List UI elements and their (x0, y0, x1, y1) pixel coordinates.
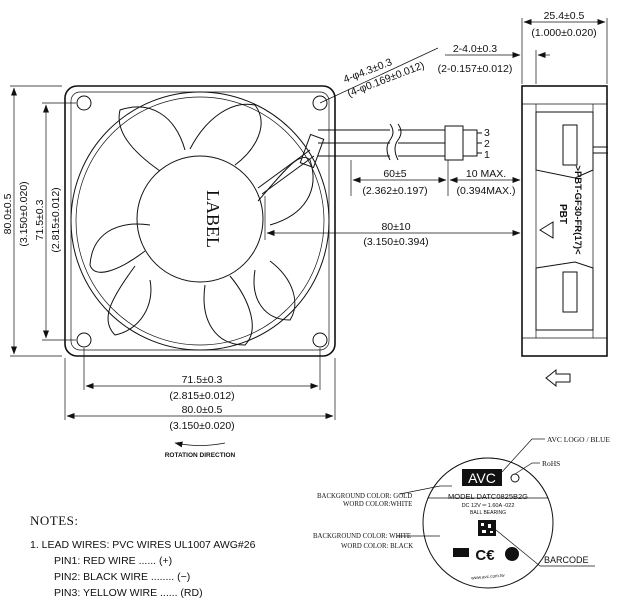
hole-pitch-h-mm: 71.5±0.3 (182, 374, 223, 386)
pin-3: 3 (484, 127, 490, 139)
lead-in: (2.362±0.197) (362, 185, 427, 197)
depth-in: (1.000±0.020) (531, 27, 596, 39)
callout-word-black: WORD COLOR: BLACK (341, 543, 413, 550)
fan-frame-outer (64, 85, 336, 357)
callout-bg-white: BACKGROUND COLOR: WHITE (313, 533, 411, 540)
spec-line-2: BALL BEARING (470, 510, 506, 516)
callout-logo: AVC LOGO / BLUE (547, 435, 610, 444)
hole-leader (319, 47, 439, 104)
label-top-band (427, 457, 549, 499)
fan-frame-inner (70, 91, 330, 351)
recycle-code: PBT (557, 204, 568, 224)
hole-pitch-v-in: (2.815±0.012) (50, 187, 62, 252)
notes-pin3: PIN3: YELLOW WIRE ...... (RD) (54, 587, 203, 599)
total-mm: 80±10 (381, 221, 410, 233)
recycle-icon (539, 221, 554, 239)
mount-hole-bl (76, 332, 92, 348)
mount-hole-tl (76, 95, 92, 111)
offset-in: (2-0.157±0.012) (438, 63, 513, 75)
fan-hub (136, 155, 264, 283)
hole-pitch-h-in: (2.815±0.012) (169, 390, 234, 402)
mount-hole-br (312, 332, 328, 348)
strip-mm: 10 MAX. (466, 168, 506, 180)
airflow-arrow-icon (545, 368, 571, 388)
rohs-icon (510, 473, 520, 483)
mount-hole-tr (312, 95, 328, 111)
barcode (478, 520, 496, 536)
offset-mm: 2-4.0±0.3 (453, 43, 497, 55)
wire-harness: 3 2 1 60±5 (2.362±0.197) 10 MAX. (0.394M… (264, 123, 523, 248)
wire-exit (257, 133, 325, 195)
callout-rohs: RoHS (542, 459, 560, 468)
depth-mm: 25.4±0.5 (544, 10, 585, 22)
material-text: >PBT-GF30-FR(17)< (572, 165, 583, 255)
height-mm: 80.0±0.5 (2, 193, 14, 234)
fan-opening-inner (75, 96, 325, 346)
side-outline (521, 85, 608, 357)
rotation-arrow (174, 441, 226, 448)
label-footer: www.avc.com.tw (471, 573, 505, 581)
model-line: MODEL DATC0825B2G (448, 492, 528, 501)
ul-mark-icon (453, 548, 469, 557)
cert-mark-icon (505, 547, 519, 561)
callout-bg-gold: BACKGROUND COLOR: GOLD (317, 493, 412, 500)
fan-opening (70, 91, 330, 351)
width-in: (3.150±0.020) (169, 420, 234, 432)
pin-1: 1 (484, 149, 490, 161)
connector-housing (444, 125, 464, 161)
ce-mark-icon: C€ (475, 547, 495, 564)
notes-lead: 1. LEAD WIRES: PVC WIRES UL1007 AWG#26 (30, 539, 256, 551)
avc-logo-text: AVC (468, 470, 496, 486)
height-in: (3.150±0.020) (18, 181, 30, 246)
label-detail: AVC MODEL DATC0825B2G DC 12V ═ 1.60A -02… (313, 435, 610, 589)
lead-mm: 60±5 (383, 168, 406, 180)
hub-label: LABEL (203, 190, 223, 248)
width-mm: 80.0±0.5 (182, 404, 223, 416)
notes-pin1: PIN1: RED WIRE ...... (+) (54, 555, 173, 567)
strip-in: (0.394MAX.) (457, 185, 516, 197)
front-view: LABEL 80.0±0.5 (3.150±0.020) 71.5±0.3 (2… (2, 47, 439, 459)
notes-block: NOTES: 1. LEAD WIRES: PVC WIRES UL1007 A… (30, 513, 255, 599)
notes-pin2: PIN2: BLACK WIRE ........ (−) (54, 571, 191, 583)
rotation-label: ROTATION DIRECTION (165, 452, 236, 459)
notes-title: NOTES: (30, 513, 79, 528)
callout-word-white: WORD COLOR:WHITE (343, 501, 412, 508)
avc-logo (462, 469, 502, 486)
fan-blades (89, 103, 314, 346)
spec-line: DC 12V ═ 1.60A -022 (462, 503, 515, 509)
side-view: >PBT-GF30-FR(17)< PBT 25.4±0.5 (1.000±0.… (438, 10, 608, 388)
total-in: (3.150±0.394) (363, 236, 428, 248)
pin-2: 2 (484, 138, 490, 150)
hole-pitch-v-mm: 71.5±0.3 (34, 199, 46, 240)
callout-barcode: BARCODE (544, 555, 589, 565)
